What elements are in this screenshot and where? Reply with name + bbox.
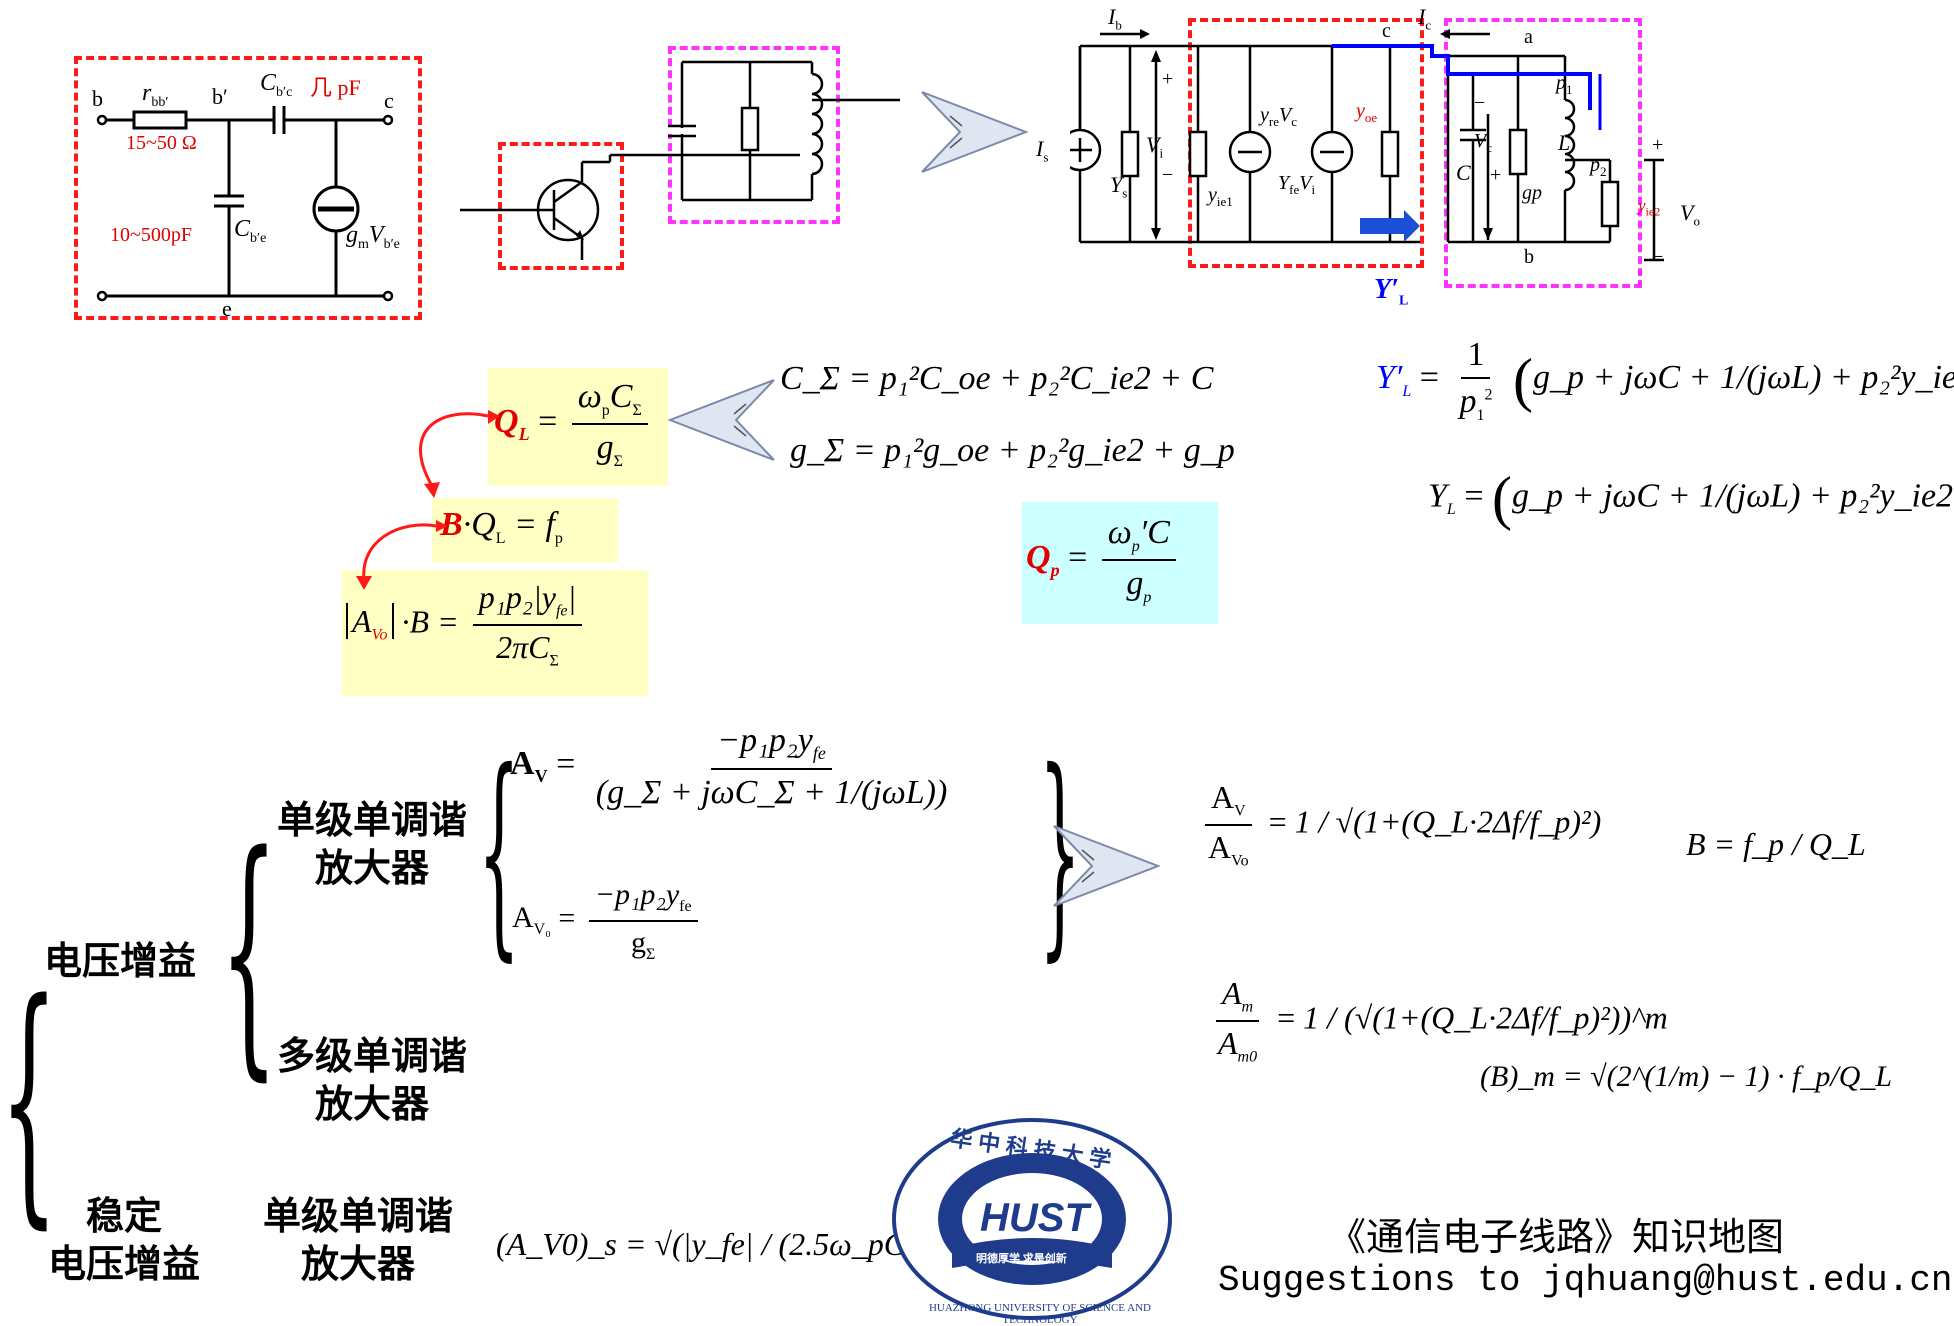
- cbe-label: Cb′e: [234, 216, 267, 246]
- hust-logo: [892, 1118, 1172, 1320]
- gp-label: gp: [1522, 182, 1542, 204]
- vc-label: Vc: [1474, 130, 1492, 155]
- vo-label: Vo: [1680, 200, 1700, 229]
- yoe-label: yoe: [1356, 100, 1378, 125]
- av-formula: AV = −p₁p₂yfe(g_Σ + jωC_Σ + 1/(jωL)): [510, 722, 948, 811]
- p1-label: p1: [1556, 72, 1573, 97]
- yl-formula: YL = (g_p + jωC + 1/(jωL) + p₂²y_ie2): [1428, 465, 1954, 531]
- branch-multi-stage: 多级单调谐 放大器: [276, 1034, 467, 1126]
- pointer-arrow-mid: [1053, 825, 1161, 907]
- yie2-label: yie2: [1638, 196, 1661, 219]
- yie1-label: yie1: [1208, 184, 1233, 209]
- transistor-tank-circuit: [460, 60, 900, 260]
- p2-label: p2: [1590, 154, 1607, 179]
- ib-label: Ib: [1108, 4, 1122, 33]
- vc-plus: +: [1490, 164, 1502, 186]
- cbc-value: 几 pF: [310, 75, 361, 100]
- node-c-right-label: c: [1382, 20, 1391, 42]
- vo-plus: +: [1652, 134, 1664, 156]
- yl-prime-label: Y′L: [1374, 274, 1409, 309]
- node-a-label: a: [1524, 26, 1533, 48]
- pointer-arrow-top: [921, 91, 1029, 173]
- node-bprime-label: b′: [212, 84, 228, 109]
- ys-label: Ys: [1110, 172, 1128, 201]
- ic-label: Ic: [1418, 4, 1432, 33]
- yre-label: yreVc: [1260, 104, 1297, 129]
- gm-label: gmVb′e: [346, 222, 400, 252]
- curved-arrows: [356, 410, 500, 590]
- logo-ring-text: HUAZHONG UNIVERSITY OF SCIENCE AND TECHN…: [928, 1302, 1152, 1326]
- node-c-label: c: [384, 88, 394, 113]
- b-ql-box: [432, 498, 618, 562]
- rbb-label: rbb′: [142, 80, 169, 110]
- bm-formula: (B)_m = √(2^(1/m) − 1) · f_p/Q_L: [1480, 1060, 1893, 1093]
- root-stable-gain: 稳定 电压增益: [47, 1194, 200, 1286]
- branch-single-stage: 单级单调谐 放大器: [276, 798, 467, 890]
- vc-minus: −: [1474, 92, 1486, 114]
- root-brace: {: [0, 949, 58, 1251]
- ql-formula-box: [488, 368, 668, 486]
- formula-brace: {: [478, 724, 520, 980]
- vi-plus: +: [1162, 68, 1174, 90]
- logo-wuhan: WUHAN CHINA: [1004, 1266, 1070, 1276]
- logo-motto: 明德厚学 求是创新: [976, 1253, 1067, 1265]
- yfe-label: YfeVi: [1278, 172, 1316, 197]
- b-formula: B = f_p / Q_L: [1686, 826, 1866, 862]
- is-label: Is: [1036, 136, 1049, 165]
- node-b-right-label: b: [1524, 246, 1534, 268]
- stable-gain-formula: (A_V0)_s = √(|y_fe| / (2.5ω_pC_re)): [496, 1226, 968, 1262]
- vo-minus: −: [1652, 246, 1664, 268]
- rbb-value: 15~50 Ω: [126, 132, 197, 154]
- cap-c-label: C: [1456, 160, 1471, 185]
- map-title: 《通信电子线路》知识地图: [1328, 1215, 1785, 1259]
- pointer-arrow-ql: [667, 379, 775, 461]
- node-e-label: e: [222, 296, 232, 321]
- vi-minus: −: [1162, 164, 1174, 186]
- qp-box: [1022, 502, 1218, 624]
- hybrid-pi-model-box: [74, 56, 422, 320]
- av-b-formula: AVo ·B = p₁p₂|yfe|2πCΣ: [346, 579, 588, 670]
- b-ql-formula: B·QL = fp: [440, 506, 563, 547]
- branch-stable-single: 单级单调谐 放大器: [262, 1194, 453, 1286]
- c-sigma-formula: C_Σ = p₁²C_oe + p₂²C_ie2 + C: [780, 360, 1214, 397]
- hybrid-pi-circuit: [96, 106, 394, 302]
- node-b-label: b: [92, 86, 103, 111]
- cbe-value: 10~500pF: [110, 224, 192, 246]
- av-b-box: [342, 570, 648, 696]
- vi-label: Vi: [1146, 132, 1164, 161]
- cbc-label: Cb′c: [260, 70, 293, 100]
- load-part-box: [1444, 18, 1642, 288]
- gain-brace: {: [220, 801, 278, 1103]
- g-sigma-formula: g_Σ = p₁²g_oe + p₂²g_ie2 + g_p: [790, 432, 1235, 469]
- root-voltage-gain: 电压增益: [44, 939, 197, 983]
- equivalent-circuit: [1070, 29, 1664, 262]
- suggestions-email: Suggestions to jqhuang@hust.edu.cn: [1218, 1260, 1953, 1301]
- logo-center-text: HUST: [980, 1196, 1089, 1240]
- transistor-box: [498, 142, 624, 270]
- inductor-l-label: L: [1558, 130, 1571, 155]
